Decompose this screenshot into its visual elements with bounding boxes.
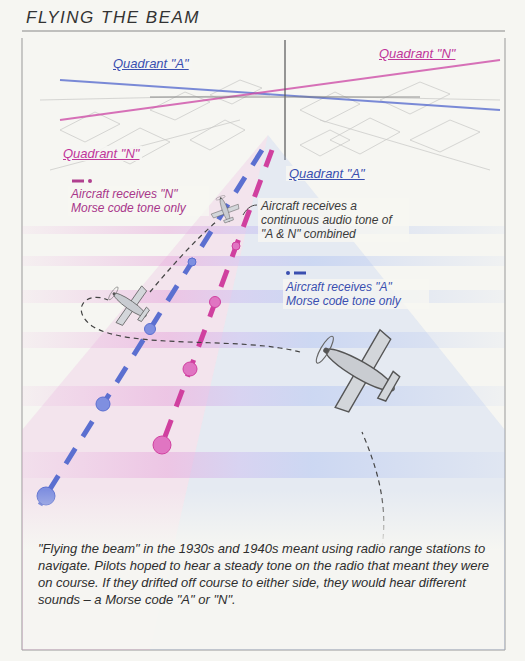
callout-note: Aircraft receives "N" Morse code tone on… (68, 186, 209, 216)
callout-note: Aircraft receives a continuous audio ton… (258, 198, 409, 242)
callout-note: Aircraft receives "A" Morse code tone on… (283, 279, 429, 309)
quadrant-label: Quadrant "N" (60, 146, 142, 161)
quadrant-label: Quadrant "N" (376, 46, 458, 61)
quadrant-label: Quadrant "A" (110, 56, 192, 71)
quadrant-label: Quadrant "A" (286, 166, 368, 181)
diagram-title: FLYING THE BEAM (26, 8, 200, 28)
caption-text: "Flying the beam" in the 1930s and 1940s… (38, 540, 490, 608)
